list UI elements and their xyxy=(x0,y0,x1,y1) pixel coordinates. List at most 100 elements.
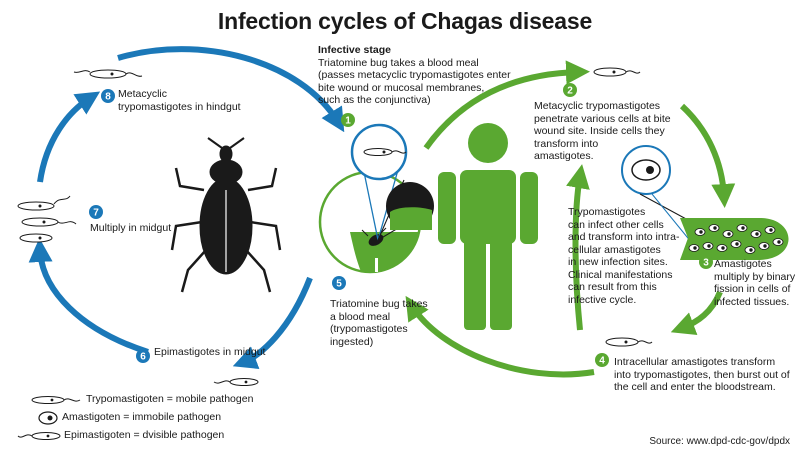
note-line: Clinical manifestations xyxy=(568,268,673,281)
infected-cell-circle xyxy=(621,145,671,195)
note-line: in new infection sites. xyxy=(568,256,668,268)
step-6-text: Epimastigotes in midgut xyxy=(154,346,266,358)
step-text-line: Metacyclic trypomastigotes xyxy=(534,100,661,112)
legend-item: Epimastigoten = dvisible pathogen xyxy=(64,429,224,441)
step-text-line: fission in cells of xyxy=(714,283,791,295)
arrow-7-to-8 xyxy=(37,91,101,183)
infective-stage-line: such as the conjunctiva) xyxy=(318,94,431,106)
arrow-1-to-2 xyxy=(423,60,590,150)
step-text-line: into trypomastigotes, then burst out of xyxy=(614,368,790,381)
step-5-badge: 5 xyxy=(332,276,346,290)
infected-tissue-icon xyxy=(680,218,789,260)
legend-label: Amastigoten = immobile pathogen xyxy=(62,411,222,423)
step-number: 7 xyxy=(93,208,99,219)
amastigote-nucleus xyxy=(721,246,725,250)
amastigote-nucleus xyxy=(769,228,773,232)
note-line: Trypomastigotes xyxy=(568,206,646,218)
legend-item: Amastigoten = immobile pathogen xyxy=(62,411,221,423)
step-text-line: wound site. Inside cells they xyxy=(534,125,665,137)
step-text-line: penetrate various cells at bite xyxy=(534,112,671,125)
arrow-2-to-3 xyxy=(679,103,736,208)
amastigote-nucleus xyxy=(755,232,759,236)
step-text-line: Amastigotes xyxy=(714,258,772,270)
step-text-line: Metacyclic xyxy=(118,88,168,100)
legend-item: Trypomastigoten = mobile pathogen xyxy=(86,393,253,405)
note-line: cellular amastigotes xyxy=(568,243,661,256)
step-7-text: Multiply in midgut xyxy=(90,222,172,234)
infective-stage-text: Infective stage Triatomine bug takes a b… xyxy=(318,44,511,107)
amastigote-nucleus xyxy=(707,244,711,248)
step-3-text: Amastigotes multiply by binary fission i… xyxy=(714,258,795,308)
step-number: 5 xyxy=(336,279,342,290)
step-2-badge: 2 xyxy=(563,83,577,97)
step-number: 6 xyxy=(140,352,146,363)
step-8-text: Metacyclic trypomastigotes in hindgut xyxy=(118,88,241,113)
amastigote-nucleus xyxy=(727,232,731,236)
step-text-line: Intracellular amastigotes transform xyxy=(614,356,776,368)
arrow-4-to-2-reinfection xyxy=(566,164,590,331)
arrow-4-to-5 xyxy=(405,295,595,378)
amastigote-nucleus xyxy=(777,240,781,244)
step-text-line: (trypomastigotes xyxy=(330,323,408,335)
step-text-line: multiply by binary xyxy=(714,270,796,283)
arrow-6-to-7 xyxy=(28,238,149,355)
amastigote-nucleus xyxy=(735,242,739,246)
step-text-line: infected tissues. xyxy=(714,295,790,308)
epimastigote-icon xyxy=(17,432,61,440)
infective-stage-line: bite wound or mucosal membranes, xyxy=(318,81,485,94)
amastigote-nucleus xyxy=(693,246,697,250)
step-number: 1 xyxy=(345,116,351,127)
arrow-8-to-1 xyxy=(117,46,345,133)
arrow-5-to-6 xyxy=(232,276,313,370)
step-number: 3 xyxy=(703,258,709,269)
step-3-badge: 3 xyxy=(699,255,713,269)
step-text-line: Triatomine bug takes xyxy=(330,298,428,310)
note-line: and transform into intra- xyxy=(568,231,680,243)
step-text-line: trypomastigotes in hindgut xyxy=(118,100,241,113)
step-7-badge: 7 xyxy=(89,205,103,219)
step-text-line: the cell and enter the bloodstream. xyxy=(614,381,776,393)
source-credit: Source: www.dpd-cdc-gov/dpdx xyxy=(649,436,790,447)
infective-stage-heading: Infective stage xyxy=(318,44,391,56)
step-text-line: a blood meal xyxy=(330,310,391,323)
arrow-3-to-4 xyxy=(670,290,723,336)
triatomine-bug-icon xyxy=(170,137,282,293)
legend-label: Epimastigoten = dvisible pathogen xyxy=(64,429,225,441)
step-5-text: Triatomine bug takes a blood meal (trypo… xyxy=(330,298,428,348)
amastigote-nucleus xyxy=(741,226,745,230)
amastigote-nucleus xyxy=(699,230,703,234)
amastigote-nucleus xyxy=(763,244,767,248)
magnified-bite-circle xyxy=(350,123,408,181)
step-6-badge: 6 xyxy=(136,349,150,363)
note-line: can infect other cells xyxy=(568,218,664,231)
epimastigote-step6 xyxy=(213,378,259,386)
trypomastigote-step4 xyxy=(605,337,653,347)
step-number: 4 xyxy=(599,356,605,367)
step-4-text: Intracellular amastigotes transform into… xyxy=(614,356,790,394)
skin-closeup-circle xyxy=(386,182,434,230)
legend-label: Trypomastigoten = mobile pathogen xyxy=(86,393,254,405)
amastigote-nucleus xyxy=(713,226,717,230)
step-1-badge: 1 xyxy=(341,113,355,127)
note-line: can result from this xyxy=(568,281,657,293)
infective-stage-line: (passes metacyclic trypomastigotes enter xyxy=(318,69,511,81)
step-8-badge: 8 xyxy=(101,89,115,103)
epimastigotes-step7 xyxy=(17,195,77,243)
step-text-line: ingested) xyxy=(330,335,374,348)
note-line: infective cycle. xyxy=(568,293,637,306)
human-figure-icon xyxy=(438,123,538,330)
step-4-badge: 4 xyxy=(595,353,609,367)
step-text-line: amastigotes. xyxy=(534,150,594,162)
amastigote-nucleus xyxy=(749,248,753,252)
amastigote-icon xyxy=(38,411,58,425)
trypomastigote-step8 xyxy=(73,69,143,79)
step-number: 2 xyxy=(567,86,573,97)
reinfection-note: Trypomastigotes can infect other cells a… xyxy=(568,206,679,306)
infective-stage-line: Triatomine bug takes a blood meal xyxy=(318,56,479,69)
trypomastigote-icon xyxy=(31,396,81,404)
step-text-line: transform into xyxy=(534,137,599,150)
page-title: Infection cycles of Chagas disease xyxy=(217,8,593,34)
step-number: 8 xyxy=(105,92,111,103)
